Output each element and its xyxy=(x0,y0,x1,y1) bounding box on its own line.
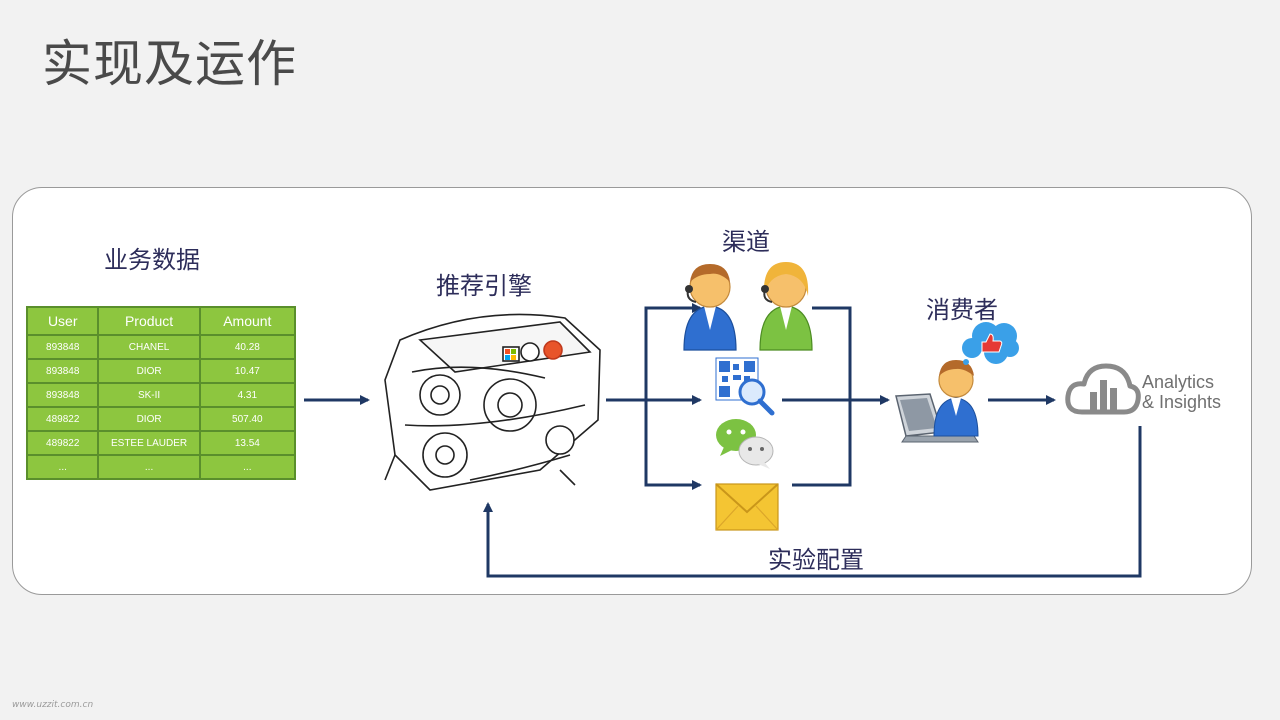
channels-label: 渠道 xyxy=(722,228,770,256)
watermark: www.uzzit.com.cn xyxy=(12,700,94,710)
analytics-text: Analytics xyxy=(1142,372,1215,392)
table-cell: 893848 xyxy=(28,336,98,358)
table-cell: DIOR xyxy=(99,360,199,382)
consumer-icon xyxy=(895,360,979,443)
arrow-branch-email xyxy=(644,400,702,490)
table-cell: 489822 xyxy=(28,432,98,454)
table-cell: ... xyxy=(28,456,98,478)
table-cell: 40.28 xyxy=(200,336,294,358)
arrow-branch-agents xyxy=(644,303,702,400)
qr-code-search-icon xyxy=(715,357,775,416)
table-header-amount: Amount xyxy=(200,308,294,334)
table-cell: 4.31 xyxy=(200,384,294,406)
agent-male-icon xyxy=(683,264,737,351)
consumer-label: 消费者 xyxy=(926,296,998,324)
business-data-table: User Product Amount 893848 CHANEL 40.28 … xyxy=(26,306,296,480)
business-data-label: 业务数据 xyxy=(104,246,200,274)
table-cell: CHANEL xyxy=(99,336,199,358)
agent-female-icon xyxy=(759,262,813,351)
table-cell: 893848 xyxy=(28,384,98,406)
table-cell: 10.47 xyxy=(200,360,294,382)
table-row: 893848 DIOR 10.47 xyxy=(28,360,294,382)
table-cell: ... xyxy=(99,456,199,478)
table-cell: ... xyxy=(200,456,294,478)
flow-arrows xyxy=(304,303,1142,578)
table-row: 489822 DIOR 507.40 xyxy=(28,408,294,430)
table-cell: DIOR xyxy=(99,408,199,430)
wechat-icon xyxy=(716,419,774,469)
email-icon xyxy=(715,483,779,531)
table-cell: 13.54 xyxy=(200,432,294,454)
page-title: 实现及运作 xyxy=(42,35,297,93)
table-row: 489822 ESTEE LAUDER 13.54 xyxy=(28,432,294,454)
thumbs-up-bubble-icon xyxy=(962,322,1019,365)
arrow-feedback-loop xyxy=(483,426,1142,578)
table-cell: 893848 xyxy=(28,360,98,382)
table-header-product: Product xyxy=(99,308,199,334)
analytics-insights-logo-icon xyxy=(1065,363,1141,415)
engine-icon xyxy=(384,313,601,491)
engine-label: 推荐引擎 xyxy=(436,272,532,300)
table-cell: SK-II xyxy=(99,384,199,406)
table-header-user: User xyxy=(28,308,98,334)
experiment-config-label: 实验配置 xyxy=(768,546,864,574)
table-header-row: User Product Amount xyxy=(28,308,294,334)
insights-text: & Insights xyxy=(1142,392,1222,412)
table-row: 893848 SK-II 4.31 xyxy=(28,384,294,406)
arrow-merge-agents xyxy=(812,306,852,400)
analytics-insights-brand: Analytics & Insights xyxy=(1142,372,1221,412)
table-row: ... ... ... xyxy=(28,456,294,478)
table-row: 893848 CHANEL 40.28 xyxy=(28,336,294,358)
table-cell: 507.40 xyxy=(200,408,294,430)
table-cell: 489822 xyxy=(28,408,98,430)
arrow-merge-email xyxy=(792,400,852,487)
table-cell: ESTEE LAUDER xyxy=(99,432,199,454)
